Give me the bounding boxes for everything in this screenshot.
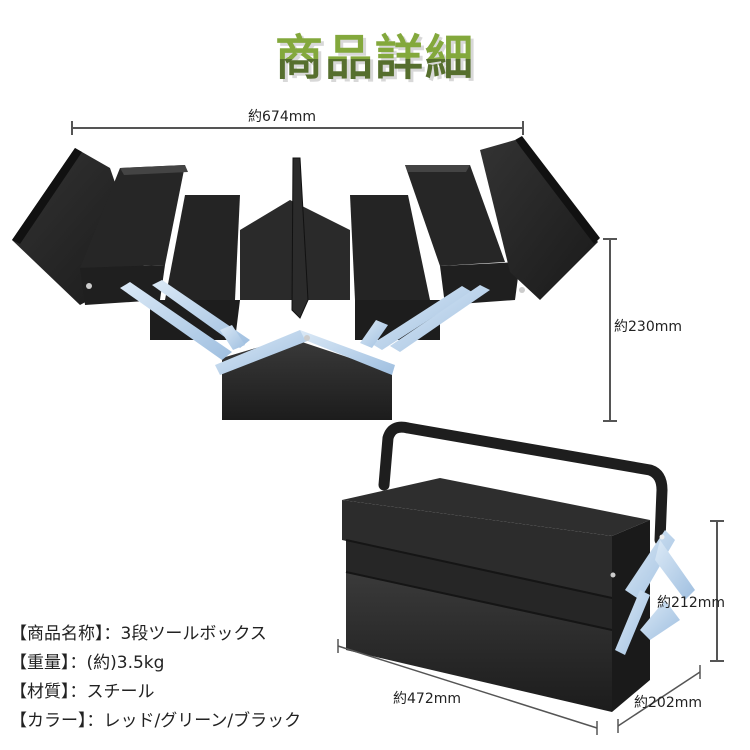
page-title: 商品詳細 bbox=[0, 28, 750, 88]
spec-separator: ： bbox=[86, 711, 104, 731]
spec-value: (約)3.5kg bbox=[86, 653, 165, 673]
open-toolbox-image bbox=[12, 136, 600, 420]
spec-separator: ： bbox=[69, 653, 87, 673]
spec-key: 【重量】 bbox=[10, 653, 70, 673]
dimension-label-open-width: 約674mm bbox=[248, 109, 316, 125]
dimension-label-closed-length: 約472mm bbox=[393, 691, 461, 707]
dimension-label-open-height: 約230mm bbox=[614, 319, 682, 335]
dimension-tick bbox=[603, 420, 617, 422]
dimension-line bbox=[72, 127, 524, 129]
dimension-label-closed-height: 約212mm bbox=[657, 595, 725, 611]
spec-row-material: 【材質】：スチール bbox=[10, 678, 301, 707]
spec-list: 【商品名称】：3段ツールボックス 【重量】：(約)3.5kg 【材質】：スチール… bbox=[10, 620, 301, 736]
dimension-tick bbox=[710, 660, 724, 662]
spec-value: レッド/グリーン/ブラック bbox=[103, 711, 302, 731]
spec-row-color: 【カラー】：レッド/グリーン/ブラック bbox=[10, 707, 301, 736]
spec-key: 【材質】 bbox=[10, 682, 70, 702]
spec-key: 【カラー】 bbox=[10, 711, 87, 731]
dimension-tick bbox=[603, 238, 617, 240]
spec-row-weight: 【重量】：(約)3.5kg bbox=[10, 649, 301, 678]
spec-separator: ： bbox=[103, 624, 121, 644]
spec-value: 3段ツールボックス bbox=[120, 624, 267, 644]
dimension-tick bbox=[522, 121, 524, 135]
spec-value: スチール bbox=[86, 682, 155, 702]
spec-row-product-name: 【商品名称】：3段ツールボックス bbox=[10, 620, 301, 649]
dimension-label-closed-depth: 約202mm bbox=[634, 695, 702, 711]
dimension-tick bbox=[71, 121, 73, 135]
closed-toolbox-image bbox=[342, 421, 695, 712]
dimension-tick bbox=[710, 520, 724, 522]
spec-key: 【商品名称】 bbox=[10, 624, 104, 644]
spec-separator: ： bbox=[69, 682, 87, 702]
dimension-line bbox=[716, 520, 718, 660]
dimension-line bbox=[609, 238, 611, 420]
